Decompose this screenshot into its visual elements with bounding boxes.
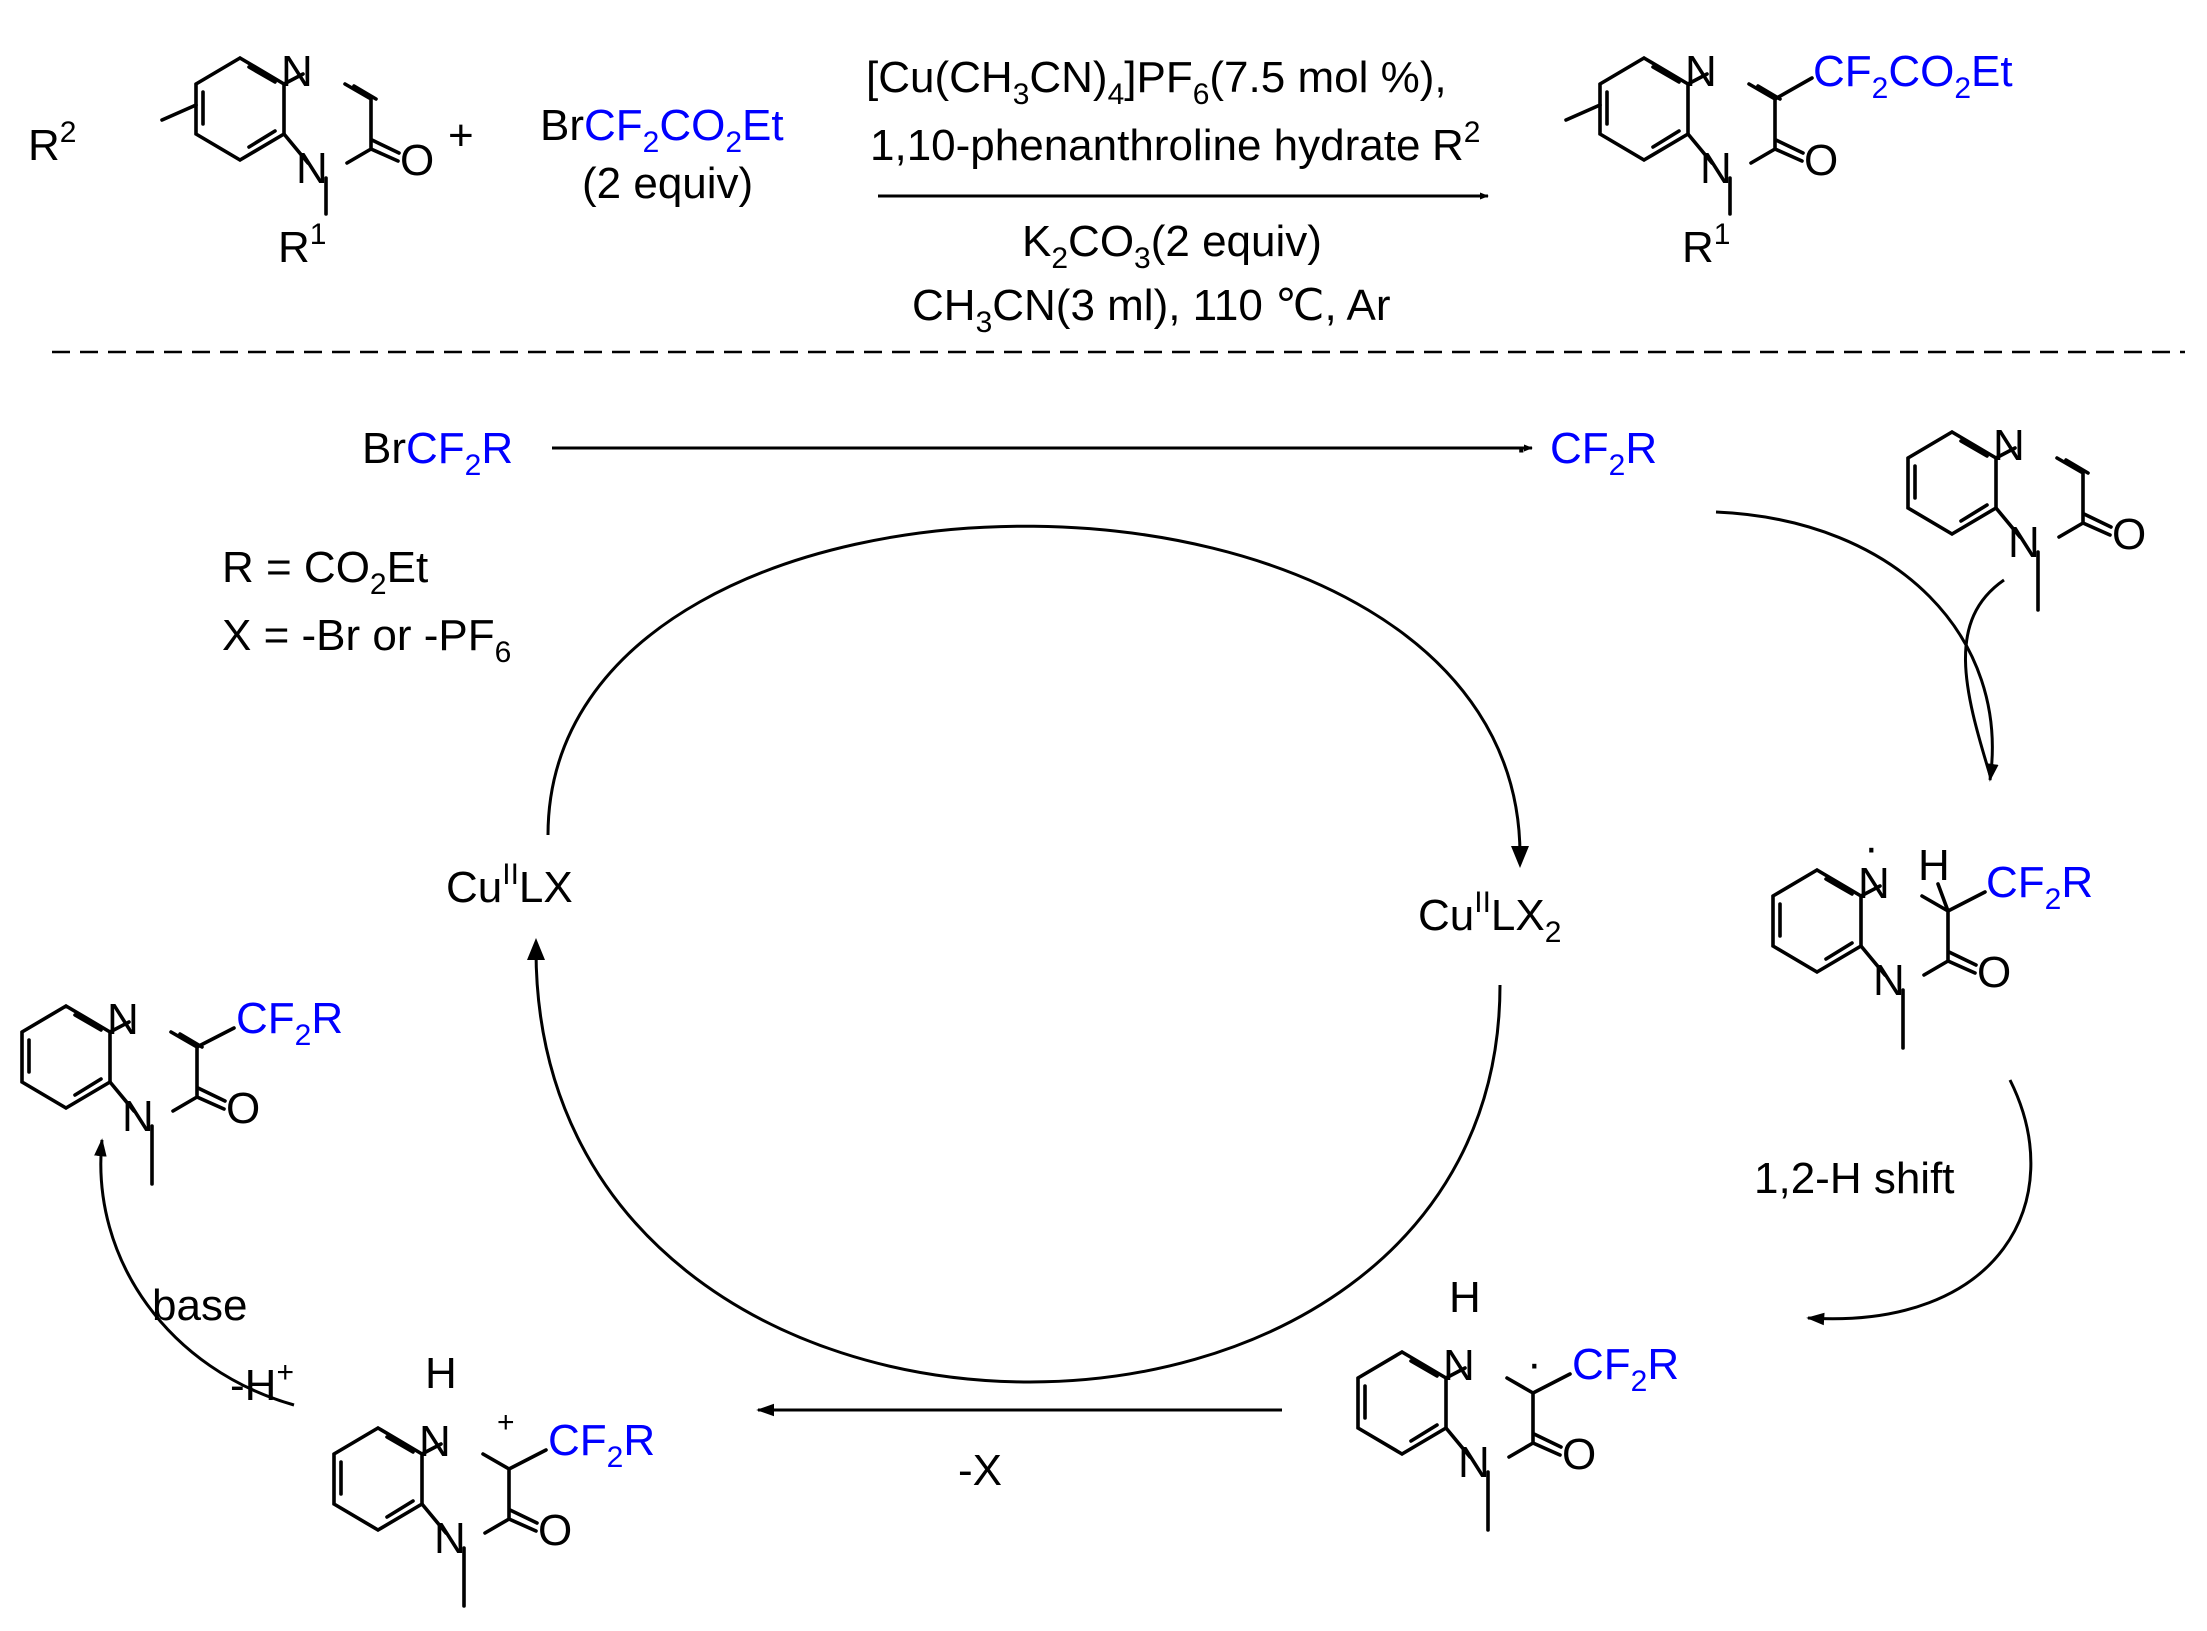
c-radical-atom-n-amide: N [1458,1438,1490,1487]
n-radical-dot: · [1864,823,1879,872]
c-radical-atom-o: O [1562,1430,1596,1479]
c-radical-dot: · [1527,1339,1542,1388]
reagent-formula: BrCF2CO2Et [540,101,784,159]
catalytic-cycle [527,524,1529,1384]
definition-r: R = CO2Et [222,543,428,601]
atom-o-carbonyl: O [400,136,434,185]
base-label: base [152,1281,247,1330]
final-atom-n-imine: N [107,995,139,1044]
cation-plus-charge: + [497,1406,515,1439]
n-radical-h: H [1918,841,1950,890]
product-substituent-r1: R1 [1682,218,1730,272]
radical-addition-arrow [1715,510,1999,782]
definition-x: X = -Br or -PF6 [222,611,511,669]
condition-base: K2CO3(2 equiv) [1022,217,1322,275]
condition-catalyst: [Cu(CH3CN)4]PF6(7.5 mol %), [866,53,1447,111]
mech-c-radical-intermediate: N H · CF2R N O [1356,1273,1679,1532]
c-radical-atom-nh: N [1443,1341,1475,1390]
mech-n-radical-intermediate: N · H CF2R N O [1771,823,2093,1050]
deprotonation-arrow [94,1138,295,1407]
mech-final-product: N CF2R N O [20,994,343,1186]
mech-substrate-quinoxalinone: N N O [1906,421,2146,612]
mech-cation-intermediate: N H + CF2R N O [332,1349,655,1608]
condition-ligand: 1,10-phenanthroline hydrate [870,121,1420,170]
atom-n-imine: N [281,47,313,96]
atom-n-amide: N [296,144,328,193]
h-shift-label: 1,2-H shift [1754,1154,1955,1203]
final-atom-n-amide: N [122,1092,154,1141]
deprotonation-label: -H+ [230,1356,294,1410]
n-radical-atom-n-amide: N [1873,956,1905,1005]
final-cf2r: CF2R [236,994,343,1052]
h-shift-arrow [1806,1079,2033,1326]
starting-quinoxalinone: N N O R1 R2 [28,47,434,272]
n-radical-atom-o: O [1977,948,2011,997]
substrate-atom-o: O [2112,510,2146,559]
substrate-approach-arrow [1964,578,2005,776]
substituent-r1: R1 [278,218,326,272]
copper-ii-lx2: CuIILX2 [1418,886,1561,949]
c-radical-cf2r: CF2R [1572,1340,1679,1398]
reagent-equiv: (2 equiv) [582,159,753,208]
copper-ii-lx: CuIILX [446,858,573,912]
substrate-atom-n-amide: N [2008,518,2040,567]
product-atom-n-amide: N [1700,144,1732,193]
mech-radical-dot: · [1514,423,1529,472]
cation-atom-o: O [538,1506,572,1555]
cycle-arc-top [546,524,1522,856]
final-atom-o: O [226,1084,260,1133]
cation-h: H [425,1349,457,1398]
product-difluoroester-group: CF2CO2Et [1813,47,2013,105]
cycle-arrowhead-top [1511,846,1529,868]
c-radical-h: H [1449,1273,1481,1322]
product-atom-n-imine: N [1685,47,1717,96]
cycle-arrowhead-bottom [527,938,545,960]
minus-x-label: -X [958,1446,1002,1495]
product-atom-o: O [1804,136,1838,185]
cation-cf2r: CF2R [548,1416,655,1474]
reagent-bromodifluoroacetate: BrCF2CO2Et (2 equiv) [540,101,784,208]
n-radical-cf2r: CF2R [1986,858,2093,916]
cation-atom-nh: N [419,1417,451,1466]
mech-bromide: BrCF2R [362,424,513,482]
substrate-atom-n-imine: N [1993,421,2025,470]
mech-difluoroalkyl-radical: CF2R [1550,424,1657,482]
reaction-conditions: [Cu(CH3CN)4]PF6(7.5 mol %), 1,10-phenant… [866,53,1489,339]
product-substituent-r2: R2 [1432,116,1480,170]
cation-atom-n-amide: N [434,1514,466,1563]
cycle-arc-bottom [534,949,1502,1384]
substituent-r2: R2 [28,116,76,170]
product-quinoxalinone: N N O R1 R2 CF2CO2Et [1432,47,2013,272]
condition-solvent-temp: CH3CN(3 ml), 110 ℃, Ar [912,281,1390,339]
plus-sign: + [448,111,474,160]
n-radical-atom-n: N [1858,859,1890,908]
